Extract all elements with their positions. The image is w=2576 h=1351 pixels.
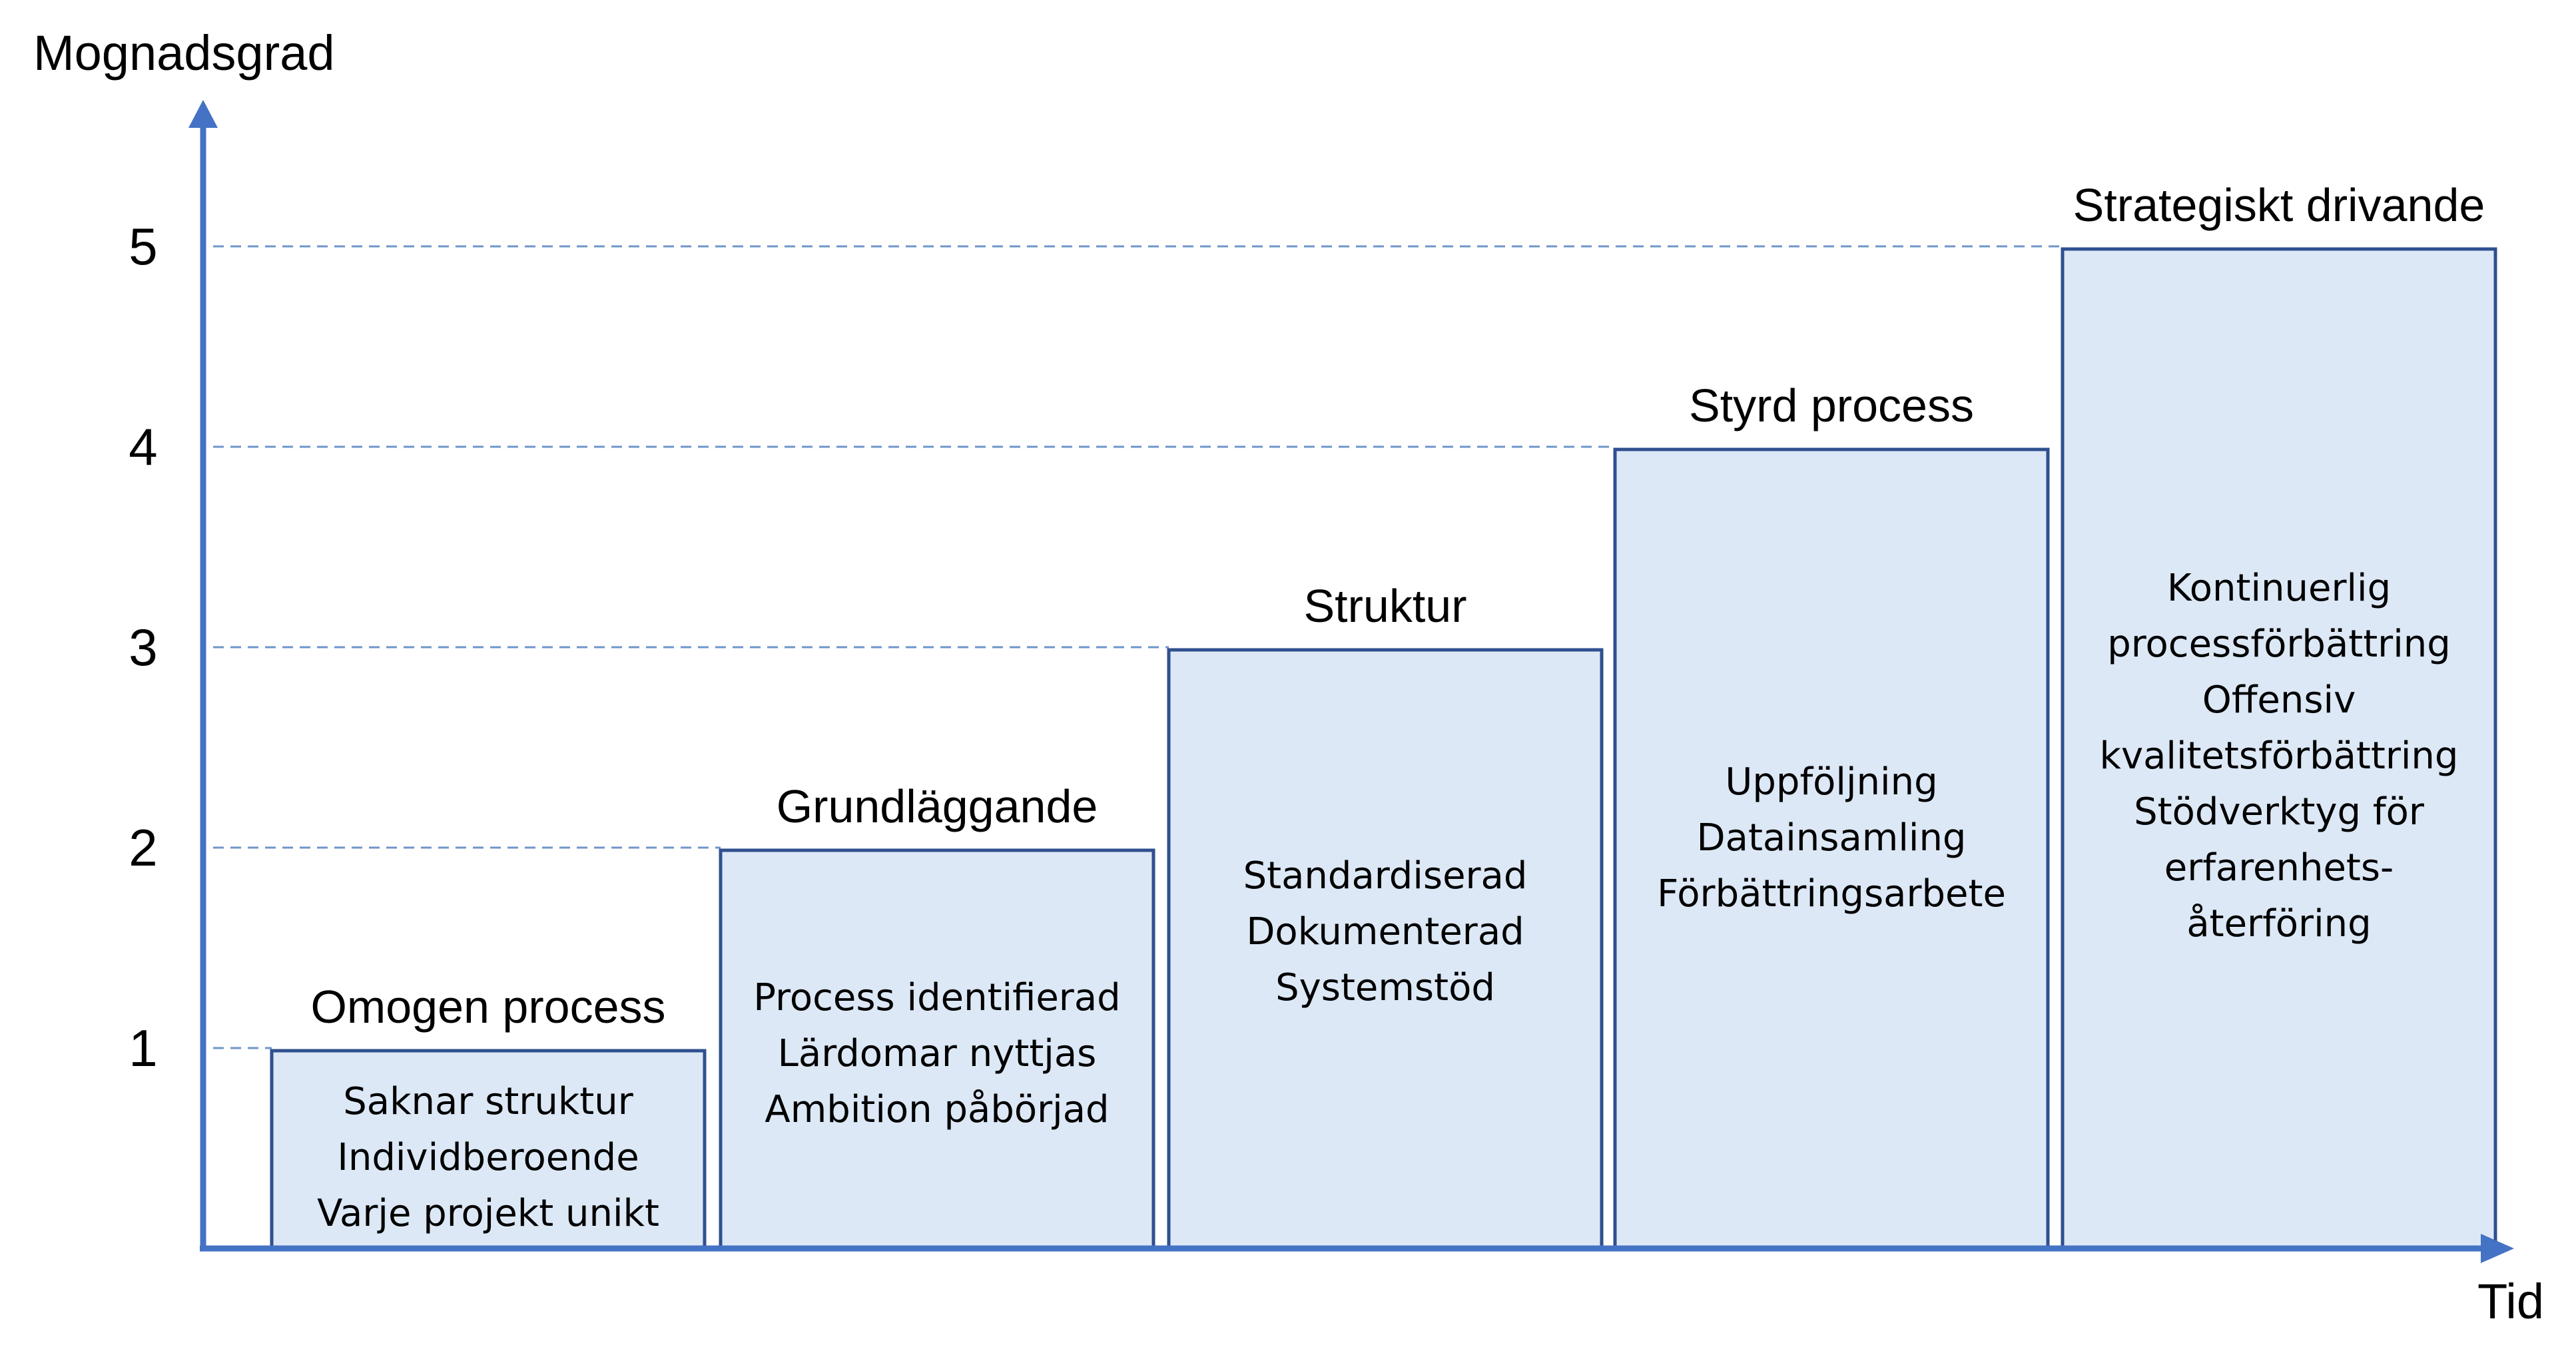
- y-tick-1: 1: [129, 1019, 157, 1077]
- y-tick-2: 2: [129, 818, 157, 877]
- y-tick-4: 4: [129, 417, 157, 476]
- bar-stage-3: [1167, 648, 1604, 1250]
- stage-1-line-1: Saknar struktur: [343, 1080, 633, 1123]
- bar-stage-4: [1613, 447, 2050, 1250]
- stage-5-line-7: återföring: [2186, 902, 2371, 946]
- stage-4-line-3: Förbättringsarbete: [1657, 872, 2006, 916]
- y-axis-label: Mognadsgrad: [33, 25, 335, 81]
- x-axis-label: Tid: [2477, 1274, 2544, 1329]
- stage-title-1: Omogen process: [310, 981, 665, 1033]
- stage-1-line-3: Varje projekt unikt: [317, 1192, 659, 1235]
- stage-title-2: Grundläggande: [777, 780, 1098, 832]
- stage-title-3: Struktur: [1303, 580, 1466, 632]
- stage-2-line-2: Lärdomar nyttjas: [778, 1032, 1097, 1075]
- stage-5-line-1: Kontinuerlig: [2167, 567, 2391, 610]
- stage-4-line-2: Datainsamling: [1697, 816, 1967, 860]
- stage-5-line-4: kvalitetsförbättring: [2100, 734, 2459, 778]
- stage-3-line-3: Systemstöd: [1275, 966, 1495, 1009]
- stage-3-line-2: Dokumenterad: [1246, 910, 1524, 953]
- bar-stage-2: [719, 848, 1155, 1250]
- tick-layer: 1 2 3 4 5: [129, 217, 157, 1077]
- stage-5-line-3: Offensiv: [2202, 678, 2356, 722]
- stage-5-line-6: erfarenhets-: [2164, 846, 2394, 890]
- bar-stage-1: [270, 1049, 707, 1250]
- y-tick-5: 5: [129, 217, 157, 276]
- stage-2-line-1: Process identifierad: [753, 976, 1120, 1019]
- stage-4-line-1: Uppföljning: [1725, 760, 1937, 804]
- stage-5-line-2: processförbättring: [2107, 623, 2451, 666]
- stage-title-5: Strategiskt drivande: [2073, 179, 2485, 231]
- bar-layer: [270, 247, 2497, 1250]
- y-axis-arrow: [188, 100, 218, 128]
- stage-5-line-5: Stödverktyg för: [2134, 790, 2425, 834]
- stage-title-4: Styrd process: [1689, 380, 1974, 431]
- grid-layer: [213, 245, 2063, 1049]
- x-axis-arrow: [2481, 1234, 2514, 1263]
- stage-3-line-1: Standardiserad: [1243, 854, 1528, 898]
- stage-2-line-3: Ambition påbörjad: [765, 1088, 1109, 1131]
- y-tick-3: 3: [129, 618, 157, 676]
- axis-layer: [188, 100, 2514, 1263]
- stage-1-line-2: Individberoende: [337, 1136, 639, 1179]
